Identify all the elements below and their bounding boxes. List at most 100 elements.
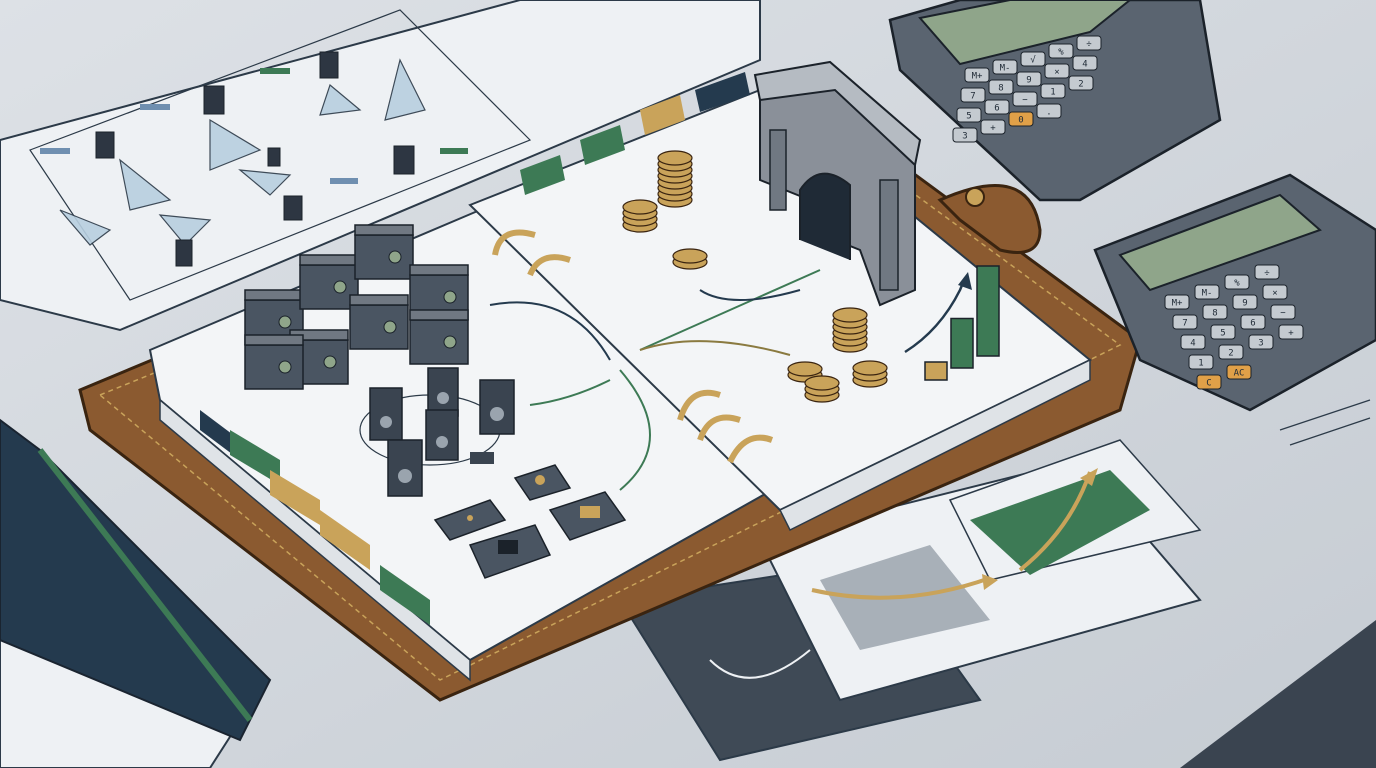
speaker-array (359, 367, 515, 497)
calculator-key-label: 0 (1018, 116, 1023, 126)
calculator-key: ÷ (1254, 264, 1280, 280)
calculator-key: 5 (1210, 324, 1236, 340)
calculator-key: 6 (1240, 314, 1266, 330)
calculator-key-label: 7 (970, 92, 975, 102)
calculator-key-label: + (990, 124, 996, 134)
calculator-key: 2 (1068, 75, 1094, 91)
coin-stack (672, 248, 708, 270)
calculator-key-label: 5 (1220, 329, 1225, 339)
calculator-key: √ (1020, 51, 1046, 67)
calculator-key: . (1036, 103, 1062, 119)
calculator-key-label: M- (1000, 64, 1011, 74)
calculator-key: 2 (1218, 344, 1244, 360)
bar (976, 265, 1000, 357)
calculator-key: + (1278, 324, 1304, 340)
binder-rings (492, 229, 774, 464)
calculator-key-label: 6 (994, 104, 999, 114)
calculator-key: % (1048, 43, 1074, 59)
calculator-key-label: M- (1202, 289, 1213, 299)
calculator-key-label: . (1046, 108, 1051, 118)
calculator-key: 0 (1008, 111, 1034, 127)
calculator-key: % (1224, 274, 1250, 290)
calculator-key-label: 9 (1026, 76, 1031, 86)
calculator-key: 7 (960, 87, 986, 103)
calculator-key: 4 (1072, 55, 1098, 71)
calculator-key-label: 5 (966, 112, 971, 122)
coin-stack (622, 199, 658, 233)
calculator-key-label: % (1058, 48, 1064, 58)
calculator-key-label: 8 (1212, 309, 1217, 319)
navy-notebook (0, 418, 272, 768)
calculator-key-label: AC (1234, 369, 1245, 379)
calculator-key: M+ (1164, 294, 1190, 310)
calculator-key-label: 3 (1258, 339, 1263, 349)
calculator-key-label: 2 (1228, 349, 1233, 359)
calculator-key-label: 2 (1078, 80, 1083, 90)
calculator-key: − (1012, 91, 1038, 107)
calculator-key-label: 9 (1242, 299, 1247, 309)
calculator-key-label: 8 (998, 84, 1003, 94)
server-unit (349, 294, 409, 350)
calculator-key: AC (1226, 364, 1252, 380)
server-unit (409, 309, 469, 365)
calculator-key: 7 (1172, 314, 1198, 330)
calculator-key-label: + (1288, 329, 1294, 339)
calculator-key-label: − (1022, 96, 1028, 106)
calculator-key: 8 (1202, 304, 1228, 320)
binder-tabs (200, 72, 750, 625)
calculator-key-label: 6 (1250, 319, 1255, 329)
report-papers (618, 439, 1202, 762)
calculator-key-label: 1 (1050, 88, 1055, 98)
calculator-key: 1 (1040, 83, 1066, 99)
coin-stack (657, 150, 693, 208)
blueprint-sheet (0, 0, 761, 332)
calculator-key-label: 3 (962, 132, 967, 142)
bar-chart (924, 265, 1000, 381)
calculator-key: − (1270, 304, 1296, 320)
calculator-right: M+ M-% ÷ 7 8 9 × 4 5 6 − 1 2 3 + C AC (1093, 173, 1376, 412)
calculator-key: 8 (988, 79, 1014, 95)
calculator-key: C (1196, 374, 1222, 390)
calculator-key-label: × (1054, 68, 1059, 78)
side-paper (1279, 399, 1371, 446)
bar (950, 317, 974, 369)
calculator-key: 9 (1016, 71, 1042, 87)
circuit-boards (433, 464, 627, 579)
calculator-key: + (980, 119, 1006, 135)
desk-edge (1180, 620, 1376, 768)
calculator-key-label: 4 (1082, 60, 1087, 70)
calculator-key: 4 (1180, 334, 1206, 350)
calculator-key-label: 4 (1190, 339, 1195, 349)
calculator-key: 3 (1248, 334, 1274, 350)
coin-stack (852, 360, 888, 388)
server-stack (244, 224, 469, 390)
calculator-key: 3 (952, 127, 978, 143)
server-unit (354, 224, 414, 280)
calculator-key-label: % (1234, 279, 1240, 289)
bar (924, 361, 948, 381)
calculator-key: 1 (1188, 354, 1214, 370)
calculator-key-label: × (1272, 289, 1277, 299)
server-unit (299, 254, 359, 310)
calculator-key-label: − (1280, 309, 1286, 319)
coin-stacks (622, 150, 888, 403)
calculator-key-label: ÷ (1086, 40, 1092, 50)
calculator-key: M+ (964, 67, 990, 83)
calculator-top: M+ M- √% ÷ 7 8 9 × 4 5 6 − 1 2 3 +0. (888, 0, 1222, 202)
triumphal-arch (753, 60, 922, 307)
calculator-key-label: M+ (972, 72, 983, 82)
calculator-key-label: M+ (1172, 299, 1183, 309)
calculator-key: ÷ (1076, 35, 1102, 51)
binder-pages (148, 88, 1092, 682)
calculator-key-label: ÷ (1264, 269, 1270, 279)
calculator-key: × (1262, 284, 1288, 300)
growth-arrow (904, 277, 967, 354)
calculator-key-label: C (1206, 379, 1211, 389)
calculator-key: 9 (1232, 294, 1258, 310)
flow-arrows (489, 269, 821, 491)
calculator-key: M- (992, 59, 1018, 75)
calculator-key: 6 (984, 99, 1010, 115)
calculator-key: × (1044, 63, 1070, 79)
calculator-key: 5 (956, 107, 982, 123)
